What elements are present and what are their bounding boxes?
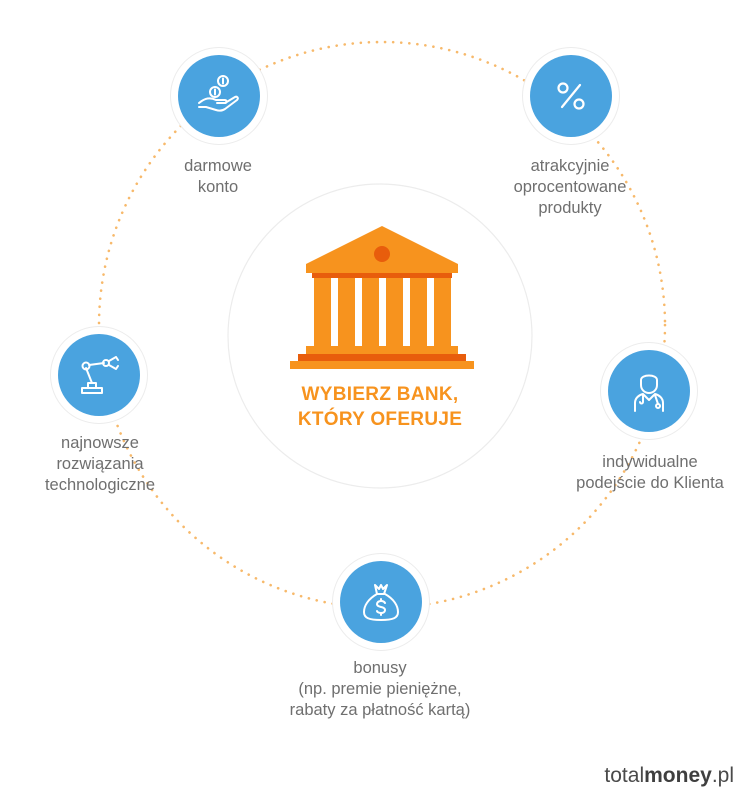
caption-interest-products: atrakcyjnie oprocentowane produkty (490, 156, 650, 219)
caption-line: podejście do Klienta (576, 474, 724, 492)
node-bonuses-badge (340, 561, 422, 643)
center-title: WYBIERZ BANK, KTÓRY OFERUJE (280, 382, 480, 432)
caption-line: oprocentowane (513, 178, 627, 196)
percent-icon (557, 82, 585, 110)
center-title-line-1: WYBIERZ BANK, (301, 384, 459, 405)
caption-line: technologiczne (44, 476, 156, 494)
node-technology-badge (58, 334, 140, 416)
robotic-arm-icon (81, 356, 119, 394)
node-interest-products (522, 47, 620, 145)
caption-line: (np. premie pieniężne, (298, 680, 462, 698)
caption-technology: najnowsze rozwiązania technologiczne (20, 433, 180, 496)
caption-individual-approach: indywidualne podejście do Klienta (560, 452, 740, 494)
node-free-account-badge (178, 55, 260, 137)
money-bag-icon (363, 584, 399, 621)
bank-building-icon (290, 226, 474, 369)
node-free-account (170, 47, 268, 145)
node-interest-products-badge (530, 55, 612, 137)
brand-logo-regular: total (604, 764, 645, 787)
node-individual-approach (600, 342, 698, 440)
brand-logo: totalmoney.pl (604, 764, 734, 788)
advisor-person-icon (634, 374, 664, 412)
caption-line: najnowsze (61, 434, 139, 452)
caption-bonuses: bonusy (np. premie pieniężne, rabaty za … (255, 658, 505, 721)
caption-line: rozwiązania (56, 455, 144, 473)
caption-line: rabaty za płatność kartą) (289, 701, 471, 719)
caption-line: bonusy (353, 659, 407, 677)
caption-line: produkty (538, 199, 602, 217)
node-bonuses (332, 553, 430, 651)
center-circle (227, 183, 533, 489)
caption-line: indywidualne (602, 453, 698, 471)
node-technology (50, 326, 148, 424)
caption-free-account: darmowe konto (158, 156, 278, 198)
center-title-line-2: KTÓRY OFERUJE (297, 409, 463, 430)
caption-line: darmowe (184, 157, 252, 175)
brand-logo-suffix: .pl (711, 764, 734, 787)
hand-coins-icon (198, 75, 239, 112)
brand-logo-bold: money (644, 764, 712, 787)
node-individual-approach-badge (608, 350, 690, 432)
caption-line: konto (197, 178, 239, 196)
caption-line: atrakcyjnie (530, 157, 610, 175)
